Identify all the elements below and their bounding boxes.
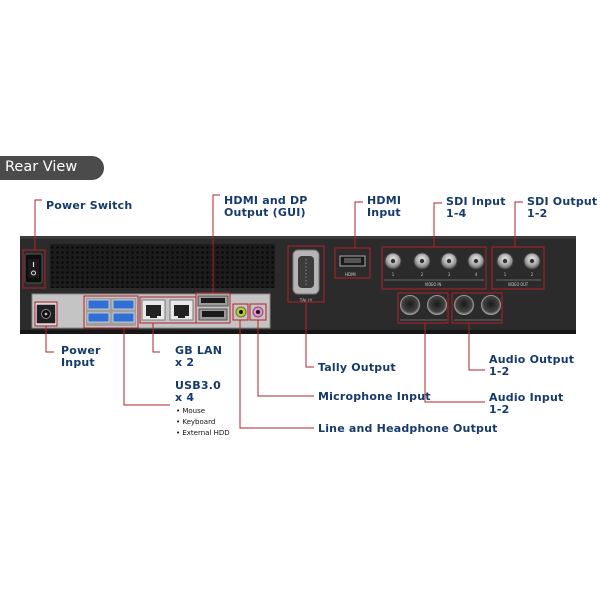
callout-lines xyxy=(34,194,523,429)
sdi-port-label: 3 xyxy=(448,272,450,277)
sdi-port-label: 4 xyxy=(475,272,478,277)
power-switch-label: Power Switch xyxy=(46,199,133,212)
audio-output-label: Audio Output 1-2 xyxy=(489,353,575,378)
rear-view-title: Rear View xyxy=(5,159,78,175)
hdmi-dp-output-ports[interactable] xyxy=(197,295,229,321)
sdi-input-ports[interactable] xyxy=(384,252,485,270)
microphone-input-label: Microphone Input xyxy=(318,390,431,403)
usb-label: USB3.0 x 4 xyxy=(175,379,221,404)
hdmi-dp-output-label: HDMI and DP Output (GUI) xyxy=(224,194,308,219)
audio-input-label: Audio Input 1-2 xyxy=(489,391,564,416)
gb-lan-label: GB LAN x 2 xyxy=(175,344,223,369)
sdi-port-label: 1 xyxy=(392,272,394,277)
usb-ports[interactable] xyxy=(86,298,136,326)
usb-device-item: • Mouse xyxy=(176,407,206,415)
tally-panel-label: TALLY xyxy=(299,298,313,304)
ventilation-grille xyxy=(50,244,275,288)
sdi-out-port-label: 2 xyxy=(531,272,533,277)
tally-connector[interactable]: TALLY xyxy=(292,249,320,304)
usb-device-item: • External HDD xyxy=(176,429,230,437)
hdmi-panel-label: HDMI xyxy=(345,272,356,277)
audio-input-xlr[interactable] xyxy=(400,295,447,315)
tally-output-label: Tally Output xyxy=(318,361,396,374)
power-input-label: Power Input xyxy=(61,344,101,369)
video-out-panel-label: VIDEO OUT xyxy=(508,282,529,287)
sdi-port-label: 2 xyxy=(421,272,423,277)
hdmi-input-label: HDMI Input xyxy=(367,194,402,219)
video-in-panel-label: VIDEO IN xyxy=(425,282,442,287)
line-headphone-output-label: Line and Headphone Output xyxy=(318,422,498,435)
sdi-output-ports[interactable] xyxy=(496,252,541,270)
lan-ports[interactable] xyxy=(141,299,194,321)
audio-output-xlr[interactable] xyxy=(454,295,501,315)
rear-view-tab: Rear View xyxy=(0,156,104,180)
usb-device-item: • Keyboard xyxy=(176,418,216,426)
sdi-input-label: SDI Input 1-4 xyxy=(446,195,506,220)
sdi-output-label: SDI Output 1-2 xyxy=(527,195,598,220)
sdi-out-port-label: 1 xyxy=(504,272,506,277)
